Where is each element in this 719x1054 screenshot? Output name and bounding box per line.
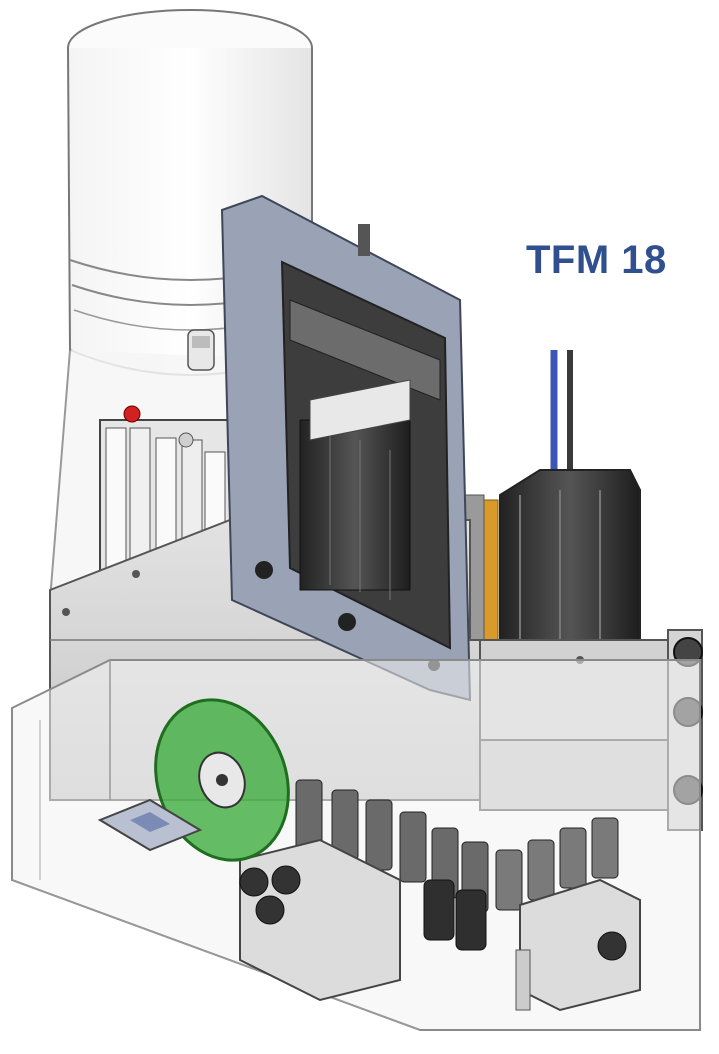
clamp-blocks (239, 838, 641, 1012)
front-frame-plate (220, 194, 472, 702)
bottom-left-bracket (97, 798, 203, 852)
model-label: TFM 18 (526, 238, 667, 282)
green-rotary-disc (154, 698, 290, 862)
right-actuator-block (463, 350, 641, 671)
nozzle-row (295, 779, 619, 951)
pneumatic-fitting (187, 329, 215, 371)
